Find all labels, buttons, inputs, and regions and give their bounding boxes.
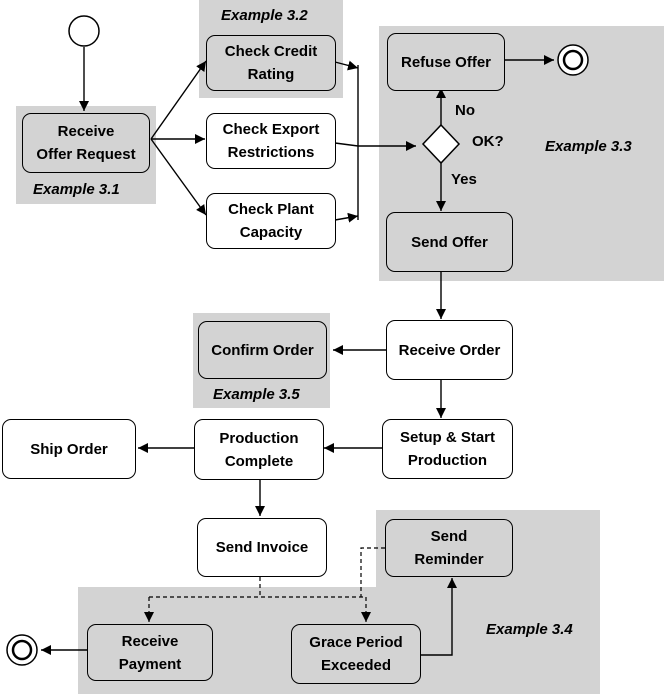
edge-credit-to-join (334, 60, 359, 71)
refuse-offer-node: Refuse Offer (387, 33, 505, 91)
send-invoice-node: Send Invoice (197, 518, 327, 577)
example-3-4-caption: Example 3.4 (486, 621, 573, 638)
edge-grace-to-reminder (420, 578, 457, 656)
edge-export-to-decision (334, 141, 416, 151)
send-offer-node: Send Offer (386, 212, 513, 272)
end-event-refuse (557, 44, 589, 76)
setup-start-production-node: Setup & Start Production (382, 419, 513, 479)
check-export-restrictions-node: Check Export Restrictions (206, 113, 336, 169)
production-complete-node: Production Complete (194, 419, 324, 480)
decision-no-label: No (455, 102, 475, 119)
decision-diamond (421, 123, 461, 165)
receive-payment-node: Receive Payment (87, 624, 213, 681)
start-event (68, 15, 100, 47)
example-3-1-caption: Example 3.1 (33, 181, 120, 198)
decision-yes-label: Yes (451, 171, 477, 188)
edge-to-check-plant (150, 138, 207, 216)
check-plant-capacity-node: Check Plant Capacity (206, 193, 336, 249)
edge-reminder-to-choice (360, 547, 385, 597)
check-credit-rating-node: Check Credit Rating (206, 35, 336, 91)
receive-offer-request-node: Receive Offer Request (22, 113, 150, 173)
edge-to-check-credit (150, 60, 207, 140)
decision-label: OK? (472, 133, 504, 150)
end-event-payment (6, 634, 38, 666)
send-reminder-node: Send Reminder (385, 519, 513, 577)
edge-plant-to-join (334, 212, 359, 223)
receive-order-node: Receive Order (386, 320, 513, 380)
example-3-3-caption: Example 3.3 (545, 138, 632, 155)
ship-order-node: Ship Order (2, 419, 136, 479)
example-3-5-caption: Example 3.5 (213, 386, 300, 403)
grace-period-exceeded-node: Grace Period Exceeded (291, 624, 421, 684)
example-3-2-caption: Example 3.2 (221, 7, 308, 24)
confirm-order-node: Confirm Order (198, 321, 327, 379)
